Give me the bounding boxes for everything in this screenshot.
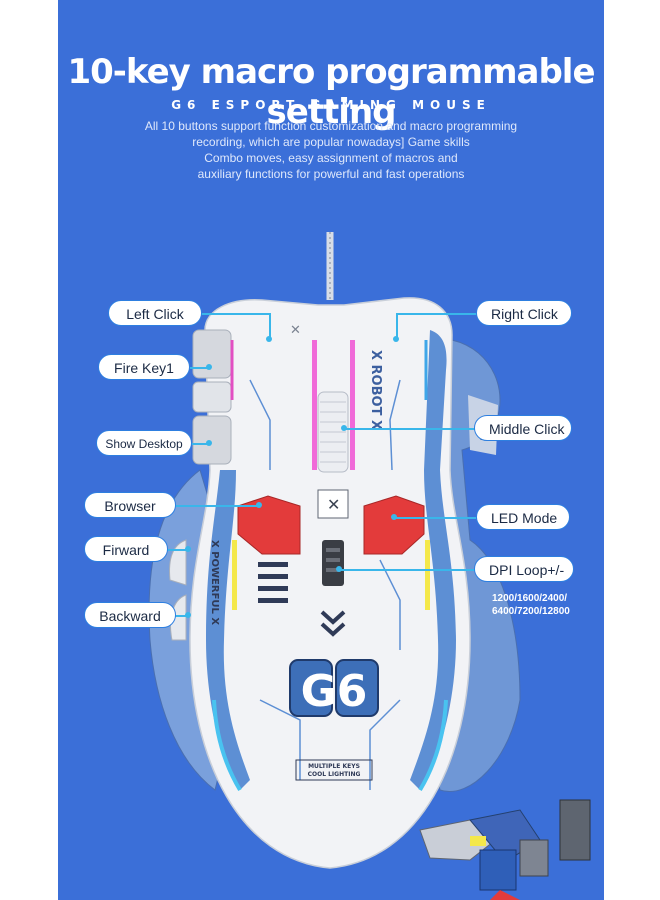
callout-fire-key: Fire Key1	[98, 354, 190, 380]
leader-dot	[393, 336, 399, 342]
leader-forward	[166, 549, 188, 551]
rgb-strip-yellow-right	[425, 540, 430, 610]
leader-dot	[185, 546, 191, 552]
leader-led-mode	[396, 517, 476, 519]
callout-show-desktop: Show Desktop	[96, 430, 192, 456]
dpi-values-line: 6400/7200/12800	[492, 606, 570, 617]
left-trim	[206, 470, 250, 790]
show-desktop-button	[192, 415, 232, 465]
callout-forward: Firward	[84, 536, 168, 562]
rgb-strip-bottom-right	[418, 699, 448, 792]
leader-dot	[256, 502, 262, 508]
leader-fire-key	[188, 367, 210, 369]
keys-text: MULTIPLE KEYS	[308, 763, 360, 770]
page-title: 10-key macro programmable setting	[67, 52, 595, 132]
chevron-down-icon	[320, 610, 346, 625]
leader-dot	[391, 514, 397, 520]
leader-left-click-vert	[269, 313, 271, 338]
description: All 10 buttons support function customiz…	[58, 118, 604, 182]
leader-dpi	[340, 569, 476, 571]
vent-slots	[258, 562, 288, 603]
callout-dpi-loop: DPI Loop+/-	[474, 556, 574, 582]
callout-left-click: Left Click	[108, 300, 202, 326]
callout-middle-click: Middle Click	[474, 415, 572, 441]
browser-button	[237, 495, 301, 555]
leader-show-desktop	[190, 443, 210, 445]
leader-right-click-vert	[396, 313, 398, 338]
leader-dot	[336, 566, 342, 572]
show-desktop-upper-button	[192, 381, 232, 413]
model-logo	[289, 659, 379, 717]
x-logo-box	[317, 489, 349, 519]
dpi-values: 1200/1600/2400/ 6400/7200/12800	[492, 592, 570, 618]
leader-right-click	[396, 313, 478, 315]
leader-dot	[206, 440, 212, 446]
forward-button	[169, 539, 187, 586]
leader-backward	[174, 615, 188, 617]
svg-text:✕: ✕	[327, 495, 340, 514]
fire-key-button	[192, 329, 232, 379]
callout-led-mode: LED Mode	[476, 504, 570, 530]
description-line: All 10 buttons support function customiz…	[144, 119, 518, 133]
robot-mascot	[419, 799, 591, 900]
leader-dot	[341, 425, 347, 431]
callout-browser: Browser	[84, 492, 176, 518]
leader-left-click	[200, 313, 270, 315]
description-line: Combo moves, easy assignment of macros a…	[204, 151, 458, 165]
robot-label: X ROBOT X	[368, 350, 383, 430]
description-line: recording, which are popular nowadays] G…	[192, 135, 470, 149]
callout-right-click: Right Click	[476, 300, 572, 326]
leader-dot	[206, 364, 212, 370]
rgb-strip-left	[312, 340, 317, 470]
leader-browser	[175, 505, 259, 507]
description-line: auxiliary functions for powerful and fas…	[197, 167, 465, 181]
leader-dot	[266, 336, 272, 342]
led-mode-button	[363, 495, 425, 555]
lighting-text: COOL LIGHTING	[308, 771, 361, 778]
leader-middle-click	[346, 428, 476, 430]
power-label: X POWERFUL X	[209, 540, 220, 625]
dpi-values-line: 1200/1600/2400/	[492, 593, 568, 604]
model-logo-text: G6	[301, 666, 368, 717]
rgb-strip-yellow-left	[232, 540, 237, 610]
rgb-strip-bottom-left	[212, 699, 242, 792]
rgb-strip-right	[350, 340, 355, 470]
right-trim	[410, 330, 456, 790]
callout-backward: Backward	[84, 602, 176, 628]
dpi-button	[322, 540, 344, 586]
top-x-mark: ✕	[290, 323, 301, 338]
leader-dot	[185, 612, 191, 618]
page-subtitle: G6 ESPORT GAMING MOUSE	[171, 98, 491, 112]
